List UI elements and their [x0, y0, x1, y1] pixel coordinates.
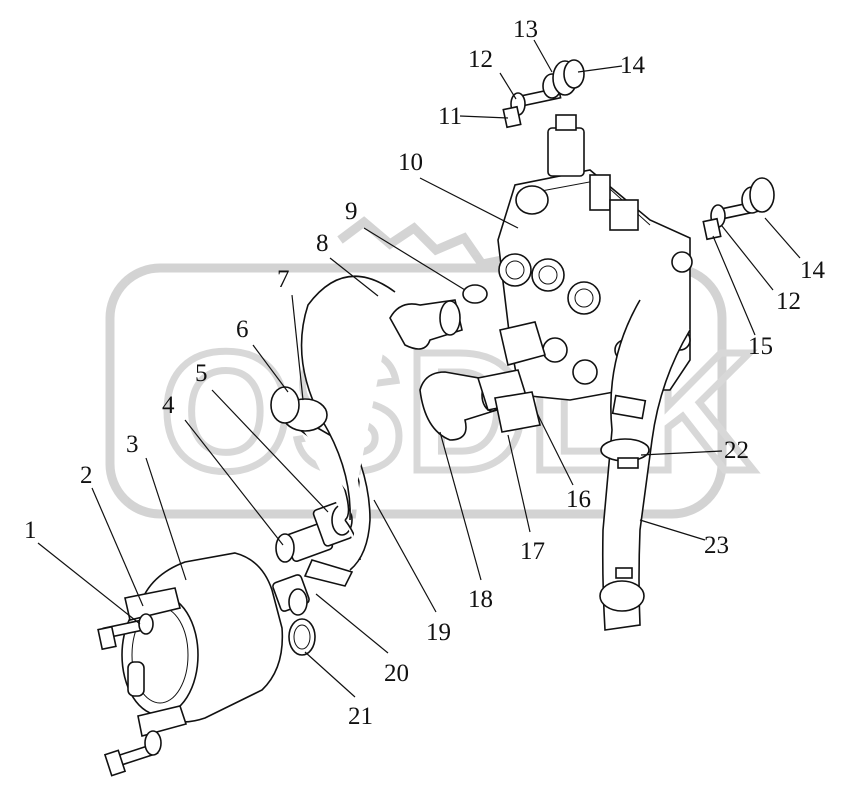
- callout-4: 4: [162, 392, 175, 419]
- callout-20: 20: [384, 660, 409, 687]
- hoses: [270, 275, 396, 571]
- callout-1: 1: [24, 517, 37, 544]
- callout-9: 9: [345, 198, 358, 225]
- right-mount-kit: [702, 177, 775, 241]
- callout-2: 2: [80, 462, 93, 489]
- return-pipe: [599, 299, 691, 631]
- callout-8: 8: [316, 230, 329, 257]
- callout-15: 15: [748, 333, 773, 360]
- callout-12-top: 12: [468, 46, 493, 73]
- callout-5: 5: [195, 360, 208, 387]
- callout-17: 17: [520, 538, 545, 565]
- callout-6: 6: [236, 316, 249, 343]
- callout-23: 23: [704, 532, 729, 559]
- filter-assembly: [97, 552, 284, 777]
- callout-14-right: 14: [800, 257, 826, 284]
- callout-18: 18: [468, 586, 493, 613]
- top-mount-kit: [502, 59, 585, 129]
- callout-7: 7: [277, 266, 290, 293]
- callout-19: 19: [426, 619, 451, 646]
- callout-14-top: 14: [620, 52, 646, 79]
- callout-3: 3: [126, 431, 139, 458]
- filter-fittings: [272, 501, 354, 656]
- leader-lines: [37, 39, 801, 698]
- callout-12-right: 12: [776, 288, 801, 315]
- callout-labels: 1 2 3 4 5 6 7 8 9 10 11 12 13 14 14 12 1…: [24, 16, 826, 730]
- callout-16: 16: [566, 486, 591, 513]
- callout-11: 11: [438, 103, 462, 130]
- callout-10: 10: [398, 149, 423, 176]
- callout-21: 21: [348, 703, 373, 730]
- callout-13: 13: [513, 16, 538, 43]
- callout-22: 22: [724, 437, 749, 464]
